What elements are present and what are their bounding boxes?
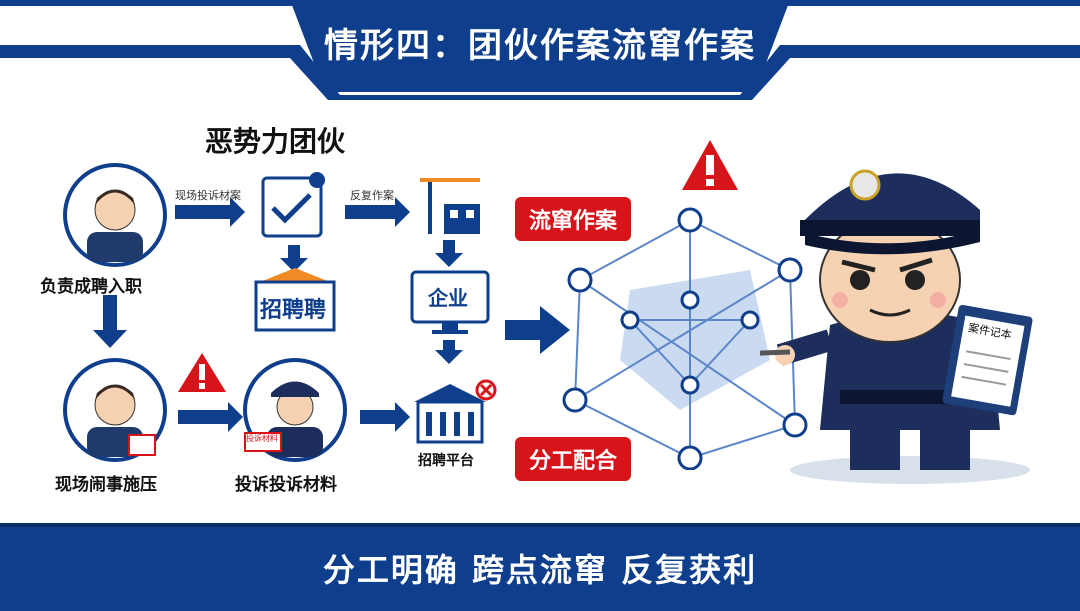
checklist-form-icon <box>261 172 325 238</box>
recruit-sign-text: 招聘聘 <box>260 298 327 323</box>
network-graph <box>562 207 808 470</box>
police-officer-illustration <box>760 169 1033 484</box>
page-title: 情形四：团伙作案流窜作案 <box>324 26 756 66</box>
recruit-sign-icon <box>254 268 336 332</box>
footer-band <box>0 523 1080 611</box>
company-label: 企业 <box>428 286 468 310</box>
role-label-onsite: 现场闹事施压 <box>55 475 157 495</box>
arrow-label-onsite-complaint: 现场投诉材案 <box>175 189 241 202</box>
arrow-label-repeat: 反复作案 <box>350 189 394 202</box>
header-band <box>0 0 1080 100</box>
group-title: 恶势力团伙 <box>205 125 346 158</box>
flow-crime-badge: 流窜作案 <box>515 197 632 241</box>
division-badge: 分工配合 <box>515 437 632 481</box>
role-label-recruit: 负责成聘入职 <box>40 277 142 297</box>
complainant-avatar <box>243 358 347 462</box>
complaint-card-text: 投诉材料 <box>246 434 278 443</box>
construction-icon <box>420 178 480 234</box>
agitator-avatar <box>63 358 167 462</box>
footer-slogan: 分工明确 跨点流窜 反复获利 <box>322 551 758 589</box>
role-label-complaint: 投诉投诉材料 <box>235 475 337 495</box>
platform-building-icon <box>414 379 497 444</box>
platform-label: 招聘平台 <box>418 453 474 469</box>
company-monitor-icon <box>410 270 490 334</box>
recruiter-avatar <box>63 163 167 267</box>
